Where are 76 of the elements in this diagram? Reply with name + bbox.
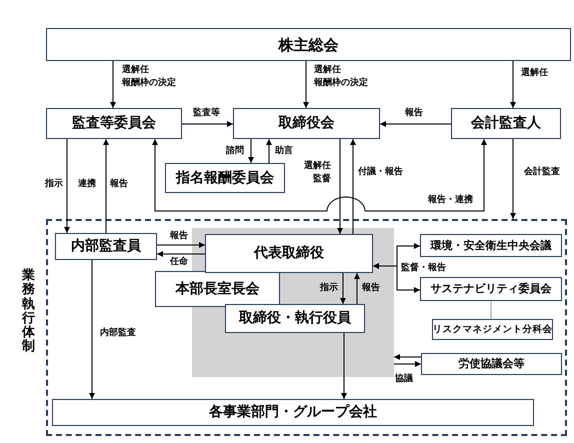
- arrow: [394, 361, 422, 367]
- annotation-text: 報酬枠の決定: [122, 77, 176, 89]
- org-name: 各事業部門・グループ会社: [209, 404, 377, 421]
- org-box: [233, 108, 380, 139]
- org-box: [225, 304, 365, 333]
- org-box: [451, 108, 561, 139]
- arrow: [303, 60, 309, 108]
- org-name: 会計監査人: [471, 115, 541, 132]
- arrow: [337, 138, 343, 234]
- arrow: [89, 260, 95, 400]
- org-name: 株主総会: [278, 36, 338, 54]
- arrow: [156, 242, 206, 248]
- org-name: 取締役会: [278, 115, 334, 132]
- org-name: 指名報酬委員会: [176, 170, 274, 186]
- org-box: [420, 277, 562, 301]
- org-name: 環境・安全衛生中央会議: [430, 238, 552, 252]
- edge-label: 協議: [395, 373, 413, 385]
- edge-label: 選解任: [122, 64, 149, 76]
- double-arrow: [372, 263, 420, 293]
- arrow: [103, 138, 109, 234]
- arrow: [380, 121, 452, 127]
- org-name: サステナビリティ委員会: [430, 282, 552, 296]
- edge-label: 指示: [320, 282, 338, 294]
- edge-label: 選解任: [314, 64, 341, 76]
- org-name: 代表取締役: [254, 245, 324, 262]
- org-name: 内部監査員: [71, 238, 141, 255]
- org-box: [421, 353, 562, 375]
- annotation-text: 監督: [313, 173, 331, 185]
- org-name: リスクマネジメント分科会: [432, 324, 552, 336]
- annotation-text: 連携: [78, 178, 96, 190]
- arrow: [510, 138, 516, 220]
- org-box: [165, 163, 285, 193]
- arrow: [340, 272, 346, 304]
- edge-label: 指示: [45, 178, 63, 190]
- annotation-text: 報酬枠の決定: [314, 77, 368, 89]
- org-name: 取締役・執行役員: [239, 310, 351, 327]
- edge-label: 報告: [170, 230, 188, 242]
- org-box: [205, 234, 373, 273]
- arrow: [341, 332, 347, 400]
- arrow: [354, 272, 360, 304]
- section-heading: 業務執行体制: [22, 269, 35, 355]
- edge-label: 任命: [170, 256, 188, 268]
- org-box: [420, 234, 562, 257]
- edge-label: 付議・報告: [358, 166, 403, 178]
- edge-label: 内部監査: [100, 327, 136, 339]
- org-name: 本部長室長会: [176, 280, 260, 298]
- edge-label: 報告: [405, 107, 423, 119]
- edge-label: 報告: [362, 282, 380, 294]
- org-box: [46, 28, 571, 61]
- org-box: [155, 271, 280, 307]
- arrow: [156, 251, 206, 257]
- edge-label: 諮問: [226, 145, 244, 157]
- edge-label: 監督・報告: [401, 262, 446, 274]
- edge-label: 選解任: [304, 160, 331, 172]
- connector-line: [490, 300, 492, 320]
- edge-label: 助言: [275, 145, 293, 157]
- org-name: 労使協議会等: [458, 357, 524, 371]
- edge-label: 報告・連携: [428, 194, 473, 206]
- arrow: [248, 138, 254, 164]
- arrow: [510, 60, 516, 108]
- edge-label: 選解任: [521, 67, 548, 79]
- org-box: [55, 233, 157, 260]
- arrow: [394, 354, 422, 360]
- arrow: [350, 138, 356, 234]
- org-box: [52, 399, 534, 426]
- edge-label: 監査等: [193, 107, 220, 119]
- org-box: [432, 319, 553, 340]
- edge-label: 報告: [110, 178, 128, 190]
- arrow: [110, 60, 116, 108]
- arrow: [64, 138, 70, 234]
- arrow: [266, 138, 272, 164]
- org-box: [46, 108, 182, 139]
- double-arrow: [152, 138, 487, 212]
- arrow: [182, 121, 234, 127]
- org-name: 監査等委員会: [72, 115, 156, 132]
- edge-label: 会計監査: [524, 166, 560, 178]
